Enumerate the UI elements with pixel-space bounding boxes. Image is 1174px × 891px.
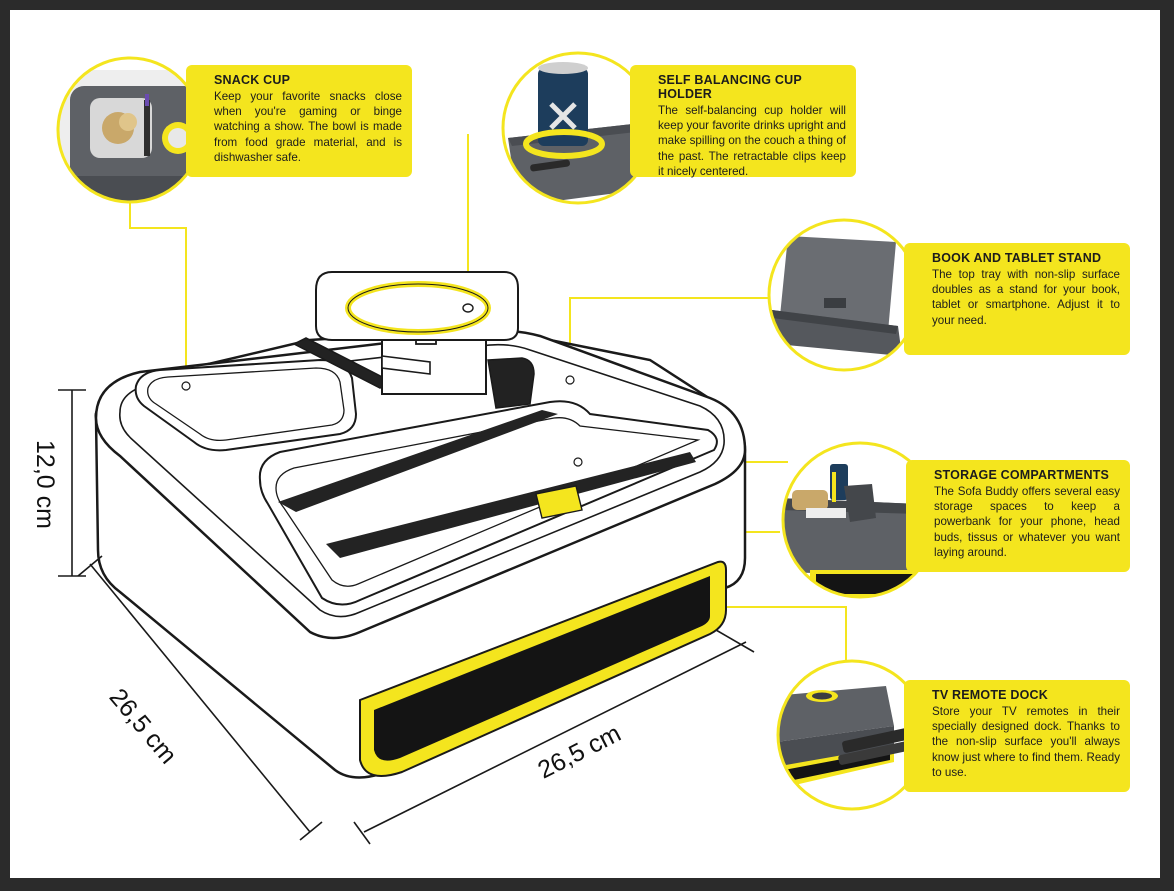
infographic-sheet: SNACK CUP Keep your favorite snacks clos…: [10, 10, 1160, 878]
snack-cup-title: SNACK CUP: [214, 73, 291, 87]
tablet-stand-inset-icon: [767, 218, 921, 372]
product-illustration: [56, 51, 939, 845]
remote-dock-callout: TV REMOTE DOCK Store your TV remotes in …: [904, 680, 1130, 792]
cup-holder-callout: SELF BALANCING CUP HOLDER The self-balan…: [630, 65, 856, 178]
tablet-stand-text: The top tray with non-slip surface doubl…: [932, 268, 1120, 327]
snack-cup-text: Keep your favorite snacks close when you…: [214, 90, 402, 164]
storage-callout: STORAGE COMPARTMENTS The Sofa Buddy offe…: [906, 460, 1130, 572]
remote-dock-inset-icon: [776, 659, 928, 811]
storage-title: STORAGE COMPARTMENTS: [934, 468, 1110, 482]
height-dimension-label: 12,0 cm: [30, 440, 59, 529]
tablet-stand-title: BOOK AND TABLET STAND: [932, 251, 1102, 265]
remote-dock-title: TV REMOTE DOCK: [932, 688, 1048, 702]
snack-cup-callout: SNACK CUP Keep your favorite snacks clos…: [186, 65, 412, 177]
sofa-buddy-body: [94, 271, 747, 779]
dimension-lines: [58, 389, 755, 845]
remote-dock-text: Store your TV remotes in their specially…: [932, 705, 1120, 779]
cup-holder-text: The self-balancing cup holder will keep …: [658, 104, 846, 178]
cup-holder-title: SELF BALANCING CUP HOLDER: [658, 73, 802, 101]
storage-text: The Sofa Buddy offers several easy stora…: [934, 485, 1120, 559]
tablet-stand-callout: BOOK AND TABLET STAND The top tray with …: [904, 243, 1130, 355]
